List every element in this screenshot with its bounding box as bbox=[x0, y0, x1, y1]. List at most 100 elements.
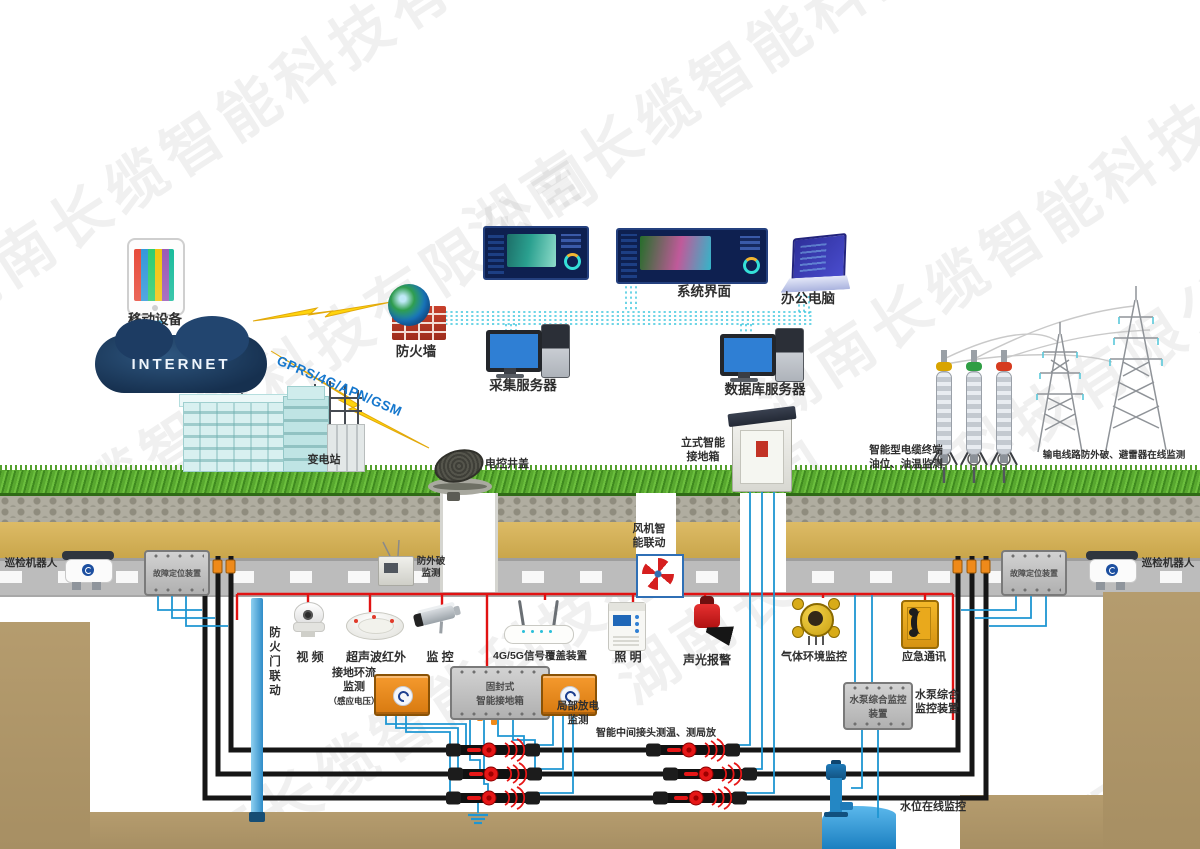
robot-logo bbox=[1106, 564, 1118, 576]
ultrasonic-label: 超声波红外 bbox=[345, 650, 406, 664]
antenna bbox=[552, 599, 559, 628]
robot-rail-mount bbox=[62, 551, 114, 560]
dashboard-screen-2 bbox=[616, 228, 768, 284]
beacon-body bbox=[694, 604, 720, 628]
inspection-robot-icon bbox=[62, 551, 114, 591]
led bbox=[354, 619, 358, 623]
ground-loop-sub-label: （感应电压） bbox=[328, 696, 380, 706]
cabinet-red-tag bbox=[756, 441, 768, 457]
stud bbox=[828, 598, 840, 610]
stud bbox=[792, 598, 804, 610]
fault-locator-box-right: 故障定位装置 bbox=[1001, 550, 1067, 596]
rivets bbox=[1007, 588, 1061, 592]
terminal-neck bbox=[940, 455, 948, 463]
sealed-ground-box-label: 固封式 智能接地箱 bbox=[476, 682, 524, 707]
ground-loop-monitor-box bbox=[374, 674, 430, 716]
terminal-pin bbox=[1001, 350, 1007, 362]
brand-badge bbox=[560, 686, 580, 706]
fan-label: 风机智能联动 bbox=[632, 523, 666, 550]
screen-image bbox=[507, 234, 556, 267]
screen-gauge bbox=[743, 257, 760, 274]
cable-terminal-icon bbox=[936, 350, 952, 463]
rivets bbox=[456, 670, 544, 674]
cable-terminal-label: 智能型电缆终端 油位、油温监测 bbox=[869, 444, 943, 470]
system-ui-label: 系统界面 bbox=[677, 284, 731, 299]
manhole-shaft bbox=[440, 493, 498, 592]
internet-cloud: INTERNET bbox=[95, 316, 267, 393]
led bbox=[635, 622, 639, 626]
rivets bbox=[1007, 554, 1061, 558]
terminal-cap bbox=[936, 362, 952, 371]
emergency-label: 应急通讯 bbox=[902, 651, 946, 663]
terminal-body bbox=[996, 371, 1012, 455]
server-tower bbox=[541, 324, 570, 378]
signal-label: 4G/5G信号覆盖装置 bbox=[493, 650, 587, 662]
ultrasonic-infrared-icon bbox=[346, 612, 404, 640]
terminal-body bbox=[966, 371, 982, 455]
brand-badge bbox=[393, 686, 413, 706]
gas-label: 气体环境监控 bbox=[781, 651, 847, 663]
rivets bbox=[150, 554, 204, 558]
dome-camera-icon bbox=[292, 602, 325, 642]
router-body bbox=[504, 625, 574, 644]
server-tower bbox=[775, 328, 804, 382]
fan-blades bbox=[642, 558, 674, 590]
screen-image bbox=[640, 236, 712, 270]
stud bbox=[792, 626, 804, 638]
screen-panel bbox=[740, 236, 760, 250]
alarm-beacon-icon bbox=[690, 596, 736, 648]
standing-ground-box-label: 立式智能接地箱 bbox=[681, 437, 725, 464]
module-vents bbox=[613, 636, 639, 646]
pin bbox=[815, 636, 817, 645]
substation-building bbox=[183, 402, 285, 472]
office-pc-label: 办公电脑 bbox=[781, 291, 835, 306]
led bbox=[531, 630, 534, 633]
camera-lens bbox=[303, 610, 313, 620]
screen-panel bbox=[561, 234, 581, 248]
manhole-hinge bbox=[447, 492, 460, 501]
rivets bbox=[150, 588, 204, 592]
led bbox=[522, 630, 525, 633]
pump-cap bbox=[831, 760, 841, 766]
terminal-neck bbox=[970, 455, 978, 463]
server-monitor bbox=[720, 334, 776, 376]
fault-locator-box-left: 故障定位装置 bbox=[144, 550, 210, 596]
terminal-cap bbox=[966, 362, 982, 371]
robot-body bbox=[65, 559, 113, 583]
screen-menu bbox=[488, 232, 504, 274]
collect-server-icon bbox=[486, 324, 570, 380]
joint-label: 智能中间接头测温、测局放 bbox=[596, 728, 716, 739]
lighting-label: 照 明 bbox=[614, 650, 642, 664]
robot-rail-mount bbox=[1086, 551, 1138, 560]
gravel-layer bbox=[0, 496, 1200, 522]
collect-server-label: 采集服务器 bbox=[489, 378, 557, 393]
anti-damage-device bbox=[378, 556, 414, 586]
fan-icon bbox=[636, 554, 684, 598]
grass-strip bbox=[0, 465, 1200, 496]
transmission-tower-icon bbox=[1036, 286, 1167, 453]
tablet-screen bbox=[134, 249, 174, 301]
robot-logo bbox=[82, 564, 94, 576]
substation-label: 变电站 bbox=[307, 454, 341, 466]
terminal-neck bbox=[1000, 455, 1008, 463]
terminal-cap bbox=[996, 362, 1012, 371]
rivets bbox=[849, 722, 907, 726]
rivets bbox=[849, 686, 907, 690]
camera-arm bbox=[439, 621, 444, 634]
cable-terminal-icon bbox=[996, 350, 1012, 463]
detector-window bbox=[808, 611, 823, 626]
robot-camera bbox=[92, 582, 101, 590]
db-server-icon bbox=[720, 328, 804, 384]
fire-door-pipe-cap bbox=[249, 812, 265, 822]
pump-box-label: 水泵综合监控装置 bbox=[849, 695, 907, 720]
camera-tail bbox=[453, 605, 462, 616]
server-monitor-foot bbox=[496, 374, 524, 378]
pump-outlet bbox=[840, 802, 853, 810]
water-level-label: 水位在线监控 bbox=[900, 801, 966, 813]
fault-locator-label: 故障定位装置 bbox=[153, 568, 201, 578]
cctv-label: 监 控 bbox=[426, 650, 454, 664]
smart-joint-sensors bbox=[446, 738, 757, 810]
detector-inner bbox=[358, 618, 394, 634]
led bbox=[549, 630, 552, 633]
pump-flange bbox=[824, 812, 848, 817]
